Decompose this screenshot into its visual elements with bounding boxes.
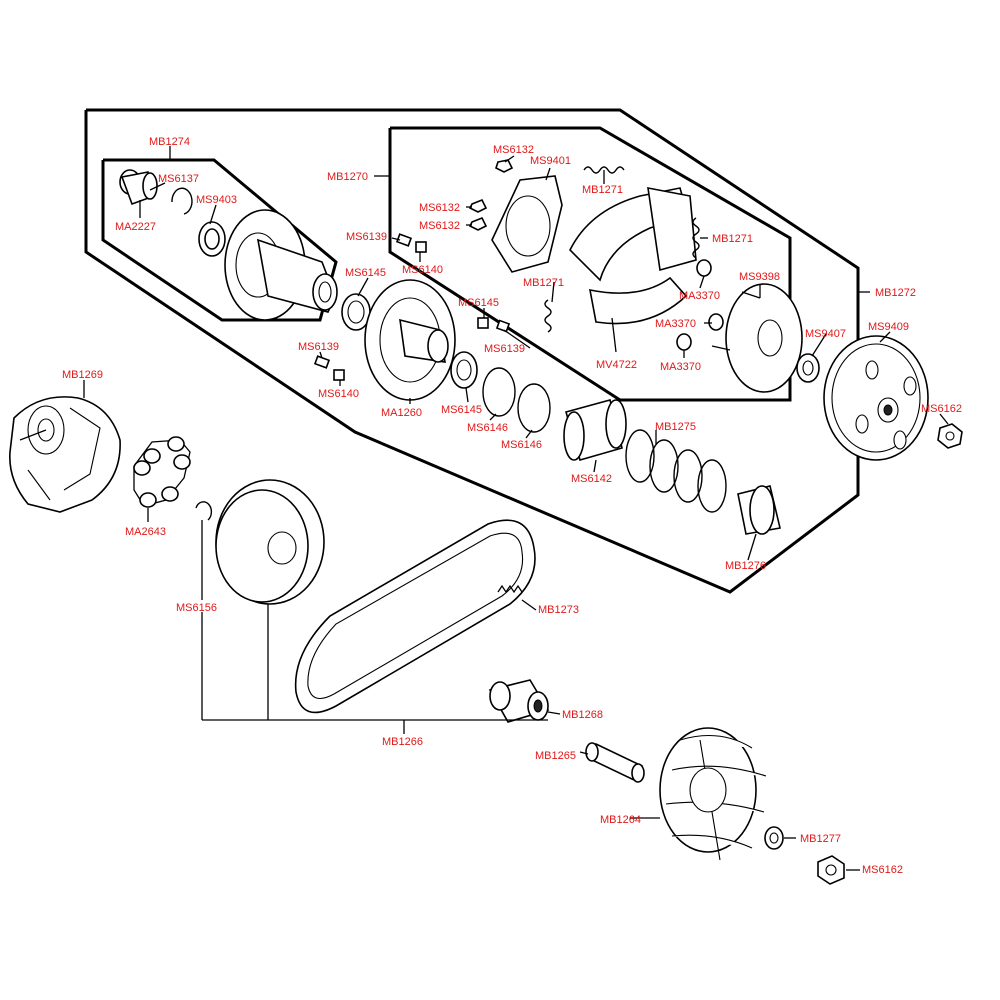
label-mb1271-right: MB1271 [712,233,753,245]
washer-ms6132-a [468,198,488,213]
oring-ms6146-b [517,383,551,433]
spring-mb1271-right [692,217,700,259]
pin-ms6145-mid [477,317,489,329]
label-ma3370-c: MA3370 [660,361,701,373]
label-ms9398: MS9398 [739,271,780,283]
sleeve-ma2227 [119,169,158,206]
bush-mb1265 [585,742,645,783]
label-mb1275: MB1275 [655,421,696,433]
driven-pulley-subframe [101,158,338,322]
label-ma3370-b: MA3370 [655,318,696,330]
label-ms6139-top: MS6139 [346,231,387,243]
washer-ms6132-top [495,159,514,173]
label-mb1276: MB1276 [725,560,766,572]
part-labels: MB1274 MS6137 MS9403 MA2227 MB1270 MS613… [62,136,962,876]
label-ms9409: MS9409 [868,321,909,333]
label-ms6132-b: MS6132 [419,220,460,232]
leader-lines [83,146,949,871]
label-ms9407: MS9407 [805,328,846,340]
label-ms6140-top: MS6140 [402,264,443,276]
label-ms6145-a: MS6145 [345,267,386,279]
label-mb1264: MB1264 [600,814,641,826]
label-mb1272: MB1272 [875,287,916,299]
label-ms9403: MS9403 [196,194,237,206]
label-mv4722: MV4722 [596,359,637,371]
label-mb1274: MB1274 [149,136,190,148]
pin-ms6140-left [333,369,345,381]
label-mb1266: MB1266 [382,736,423,748]
label-mb1273: MB1273 [538,604,579,616]
label-mb1271-left: MB1271 [523,277,564,289]
spring-mb1275 [625,429,727,513]
clutch-bell-ms9409 [823,335,929,461]
label-ms6139-mid: MS6139 [484,343,525,355]
clutch-shoe-subframe [388,126,792,402]
label-ms6162-top: MS6162 [921,403,962,415]
pin-ms6140-top [415,241,427,253]
clutch-plate-ms9398 [711,283,803,393]
circlip-ms6137 [171,187,193,215]
pin-ms6139-left [313,355,331,369]
bush-ma3370-b [708,313,724,331]
nut-ms6162-bottom [817,855,845,885]
label-ms6156: MS6156 [176,602,217,614]
label-ms6137: MS6137 [158,173,199,185]
pin-ms6139-mid [495,319,511,333]
label-ms6146-a: MS6146 [467,422,508,434]
label-mb1268: MB1268 [562,709,603,721]
label-ma1260: MA1260 [381,407,422,419]
label-ms6132-a: MS6132 [419,202,460,214]
clutch-shoes-mv4722 [569,187,697,325]
seal-ms9403 [198,221,226,257]
washer-mb1277 [764,826,784,850]
clutch-assembly-frame [84,108,860,594]
plate-ms9401 [491,175,563,273]
label-mb1271-top: MB1271 [582,184,623,196]
bush-ma3370-a [696,259,712,277]
spring-mb1271-top [583,166,625,174]
label-ms6142: MS6142 [571,473,612,485]
nut-ms6162-top [937,423,963,449]
label-ms6146-b: MS6146 [501,439,542,451]
spacer-mb1268 [488,679,550,723]
label-ms6145-c: MS6145 [441,404,482,416]
label-ms6140-left: MS6140 [318,388,359,400]
label-mb1277: MB1277 [800,833,841,845]
label-ma3370-a: MA3370 [679,290,720,302]
label-ms6139-left: MS6139 [298,341,339,353]
label-ms6162-bottom: MS6162 [862,864,903,876]
label-ms9401: MS9401 [530,155,571,167]
washer-ms6132-b [468,216,488,231]
label-mb1269: MB1269 [62,369,103,381]
label-mb1270: MB1270 [327,171,368,183]
nut-ms9407 [796,353,820,383]
collar-ms6142 [563,399,627,461]
collar-mb1276 [737,485,781,535]
circlip-ms6156 [195,501,213,521]
bush-ma3370-c [676,333,692,351]
label-ms6145-b: MS6145 [458,297,499,309]
pin-ms6139-top [395,233,413,247]
label-ma2227: MA2227 [115,221,156,233]
label-mb1265: MB1265 [535,750,576,762]
seal-ms6145-c [450,351,478,389]
drive-face-pulley [215,479,325,605]
drive-belt-mb1273 [294,519,536,714]
oring-ms6146-a [482,367,516,417]
drive-fan-mb1269 [9,396,121,513]
driven-face-mb1274 [224,209,338,321]
fan-mb1264 [659,727,767,861]
spring-mb1271-left [544,299,552,333]
sliding-sheave-ma1260 [364,279,456,401]
rollers-ma2643 [133,436,191,508]
label-ma2643: MA2643 [125,526,166,538]
label-ms6132-top: MS6132 [493,144,534,156]
